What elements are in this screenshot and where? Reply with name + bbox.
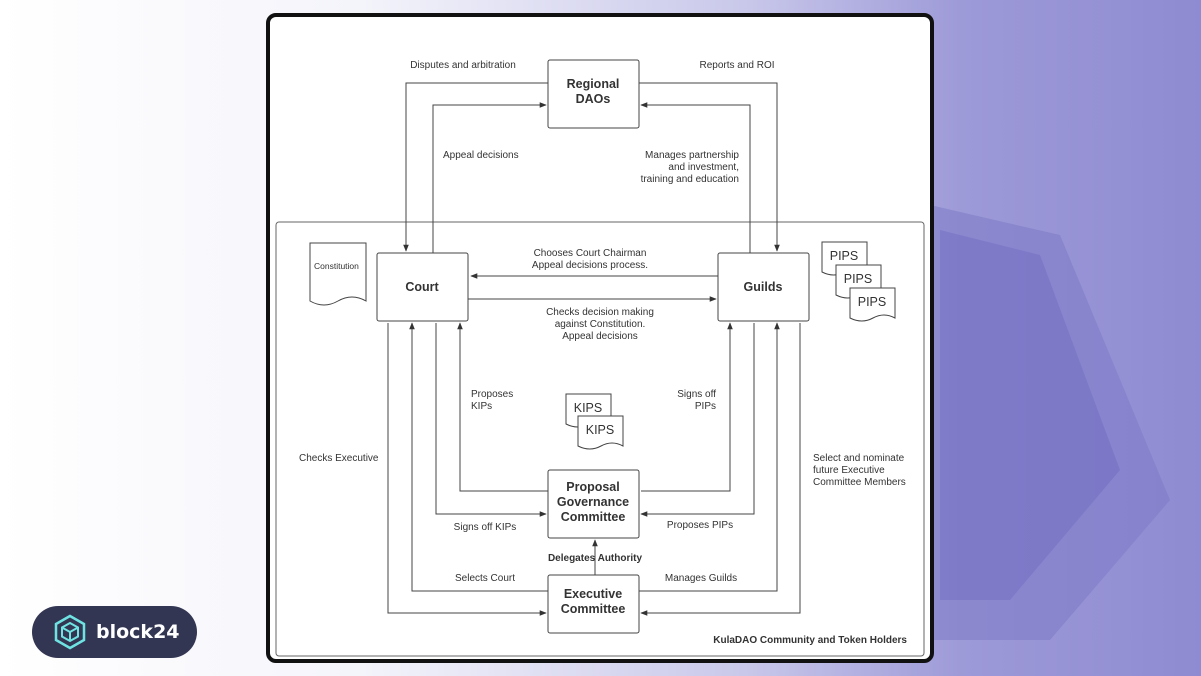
label-checks-3: Appeal decisions [562, 331, 638, 342]
label-proposes-pips: Proposes PIPs [667, 520, 733, 531]
doc-kips-2 [577, 415, 624, 450]
governance-diagram: Regional DAOs Court Guilds Proposal Gove… [275, 59, 925, 657]
pgc-label-3: Committee [561, 510, 626, 524]
label-delegates: Delegates Authority [548, 553, 643, 564]
label-signs-off-kips: Signs off KIPs [454, 522, 517, 533]
label-partnership-2: and investment, [668, 162, 739, 173]
label-select-3: Committee Members [813, 477, 906, 488]
guilds-label: Guilds [744, 280, 783, 294]
label-checks-2: against Constitution. [555, 319, 646, 330]
brand-badge[interactable]: block24 [32, 606, 197, 658]
edge-selects-court [409, 322, 548, 592]
exec-label-1: Executive [564, 587, 622, 601]
regional-label-1: Regional [567, 77, 620, 91]
node-executive-committee [547, 574, 640, 634]
edge-appeal-to-regional [432, 102, 547, 253]
label-select-1: Select and nominate [813, 453, 905, 464]
label-checks-executive: Checks Executive [299, 453, 379, 464]
constitution-label: Constitution [314, 261, 359, 271]
pips-label-3: PIPS [858, 295, 887, 309]
bg-shape-large [930, 205, 1170, 640]
pgc-label-2: Governance [557, 495, 629, 509]
label-partnership-3: training and education [641, 174, 739, 185]
label-selects-court: Selects Court [455, 573, 515, 584]
edge-select-nominate [640, 323, 801, 616]
edge-disputes [403, 82, 548, 252]
label-manages-guilds: Manages Guilds [665, 573, 737, 584]
doc-constitution [309, 242, 367, 306]
label-proposes-kips-1: Proposes [471, 389, 513, 400]
label-select-2: future Executive [813, 465, 885, 476]
exec-label-2: Committee [561, 602, 626, 616]
label-checks-1: Checks decision making [546, 307, 654, 318]
label-reports: Reports and ROI [699, 60, 774, 71]
diagram-card: Regional DAOs Court Guilds Proposal Gove… [266, 13, 934, 663]
bg-shape-inner [940, 230, 1120, 600]
label-signs-off-pips-1: Signs off [677, 389, 716, 400]
kips-label-2: KIPS [586, 423, 615, 437]
kips-label-1: KIPS [574, 401, 603, 415]
node-court [376, 252, 469, 322]
node-regional-daos [547, 59, 640, 129]
hexagon-cube-icon [54, 614, 86, 650]
node-proposal-governance-committee [547, 469, 640, 539]
label-proposes-kips-2: KIPs [471, 401, 492, 412]
edge-manages-guilds [639, 322, 780, 592]
pips-label-1: PIPS [830, 249, 859, 263]
doc-pips-3 [849, 287, 896, 322]
edge-proposes-kips [457, 322, 548, 492]
label-disputes: Disputes and arbitration [410, 60, 516, 71]
label-chooses-2: Appeal decisions process. [532, 260, 648, 271]
label-appeal-decisions: Appeal decisions [443, 150, 519, 161]
label-partnership-1: Manages partnership [645, 150, 739, 161]
edge-signs-off-pips [641, 322, 733, 492]
node-guilds [717, 252, 810, 322]
pips-label-2: PIPS [844, 272, 873, 286]
community-label: KulaDAO Community and Token Holders [713, 635, 907, 646]
label-signs-off-pips-2: PIPs [695, 401, 716, 412]
edge-proposes-pips [640, 323, 755, 517]
regional-label-2: DAOs [576, 92, 611, 106]
pgc-label-1: Proposal [566, 480, 620, 494]
community-container [275, 221, 925, 657]
edge-checks-executive [387, 323, 547, 616]
edge-manages-partnership [640, 102, 751, 253]
edge-signs-off-kips [435, 323, 547, 517]
label-chooses-1: Chooses Court Chairman [534, 248, 647, 259]
court-label: Court [405, 280, 439, 294]
edge-reports [639, 82, 780, 252]
brand-name: block24 [96, 621, 180, 643]
